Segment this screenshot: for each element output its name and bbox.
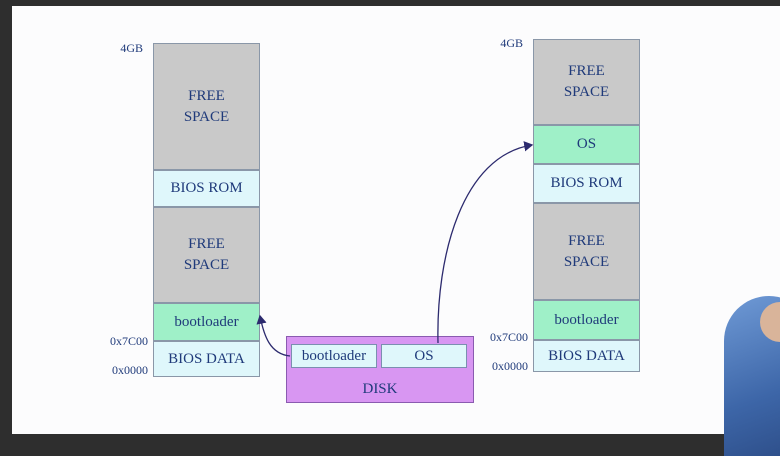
arrow-disk-bootloader-to-memory — [256, 314, 291, 357]
right-os: OS — [533, 125, 640, 164]
disk-block: bootloader OS DISK — [286, 336, 474, 403]
right-addr-7c00: 0x7C00 — [489, 330, 528, 344]
right-bootloader: bootloader — [533, 300, 640, 340]
slide-canvas: 4GB FREE SPACE BIOS ROM FREE SPACE bootl… — [12, 6, 780, 456]
presenter-head — [760, 302, 780, 342]
disk-os: OS — [381, 344, 467, 368]
left-free-space-top: FREE SPACE — [153, 43, 260, 170]
right-bios-data: BIOS DATA — [533, 340, 640, 372]
left-free-space-bottom: FREE SPACE — [153, 207, 260, 303]
left-bootloader: bootloader — [153, 303, 260, 341]
disk-title: DISK — [362, 381, 398, 397]
left-4gb-label: 4GB — [120, 41, 143, 55]
arrow-disk-os-to-memory — [437, 141, 534, 344]
left-bios-rom: BIOS ROM — [153, 170, 260, 207]
left-bios-data: BIOS DATA — [153, 341, 260, 377]
right-free-space-bottom: FREE SPACE — [533, 203, 640, 300]
arrows-layer — [256, 141, 534, 357]
right-addr-0000: 0x0000 — [492, 359, 528, 373]
left-addr-7c00: 0x7C00 — [109, 334, 148, 348]
right-free-space-top: FREE SPACE — [533, 39, 640, 125]
left-addr-0000: 0x0000 — [112, 363, 148, 377]
right-bios-rom: BIOS ROM — [533, 164, 640, 203]
disk-bootloader: bootloader — [291, 344, 377, 368]
right-4gb-label: 4GB — [500, 36, 523, 50]
